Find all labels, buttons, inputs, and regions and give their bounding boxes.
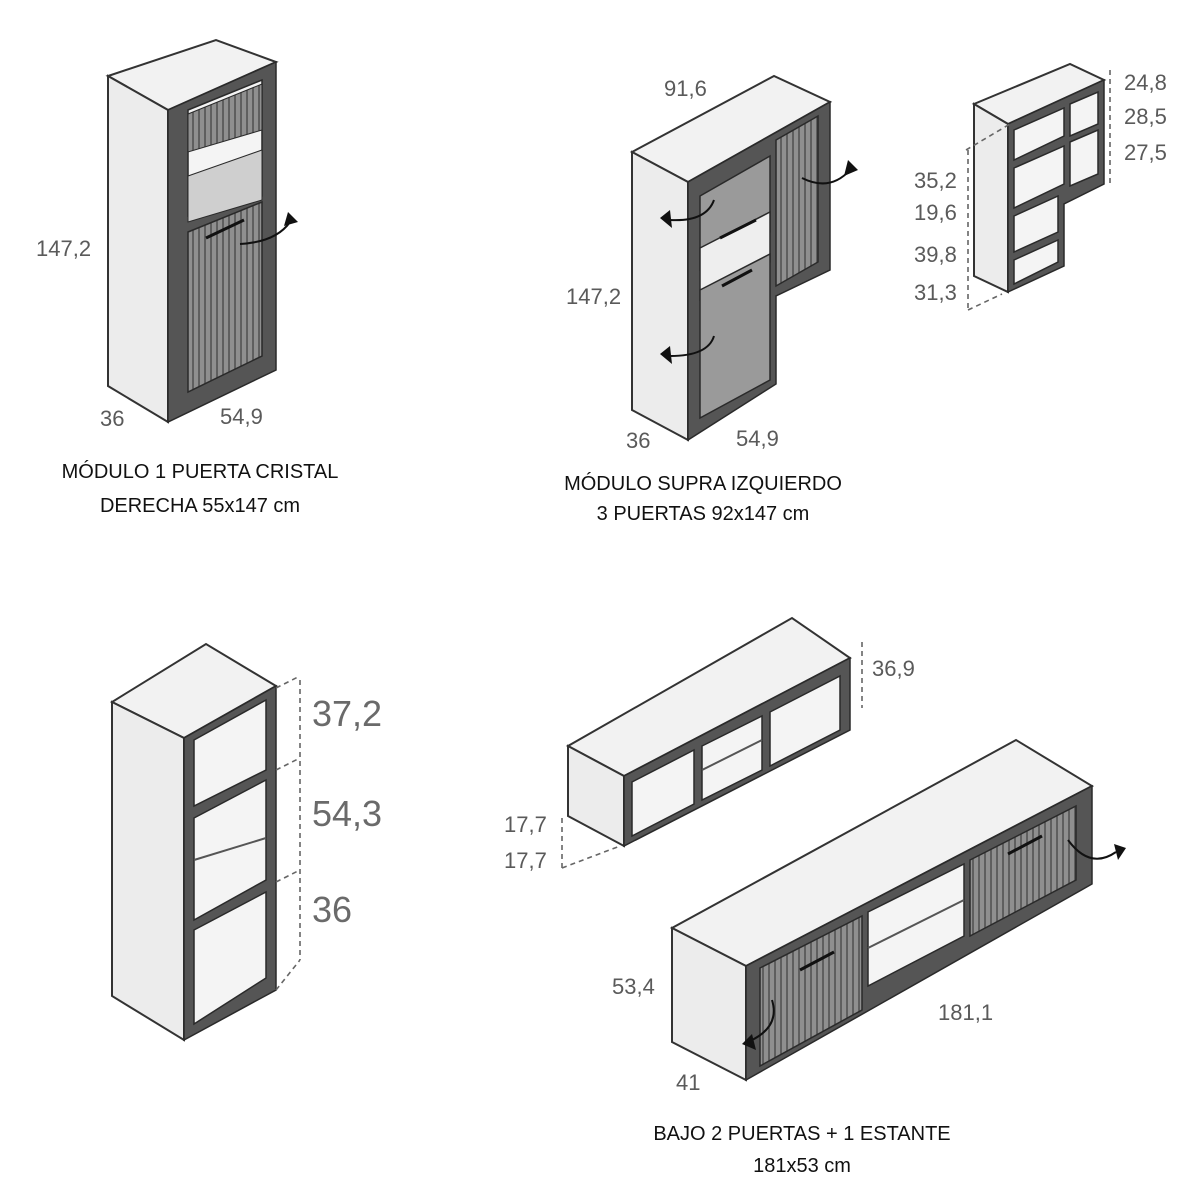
module-6-drawing xyxy=(669,738,1126,1082)
module-6-height-label: 53,4 xyxy=(612,974,655,999)
module-3-left-dim-2: 19,6 xyxy=(914,200,957,225)
module-1-caption-line1: MÓDULO 1 PUERTA CRISTAL xyxy=(62,460,339,483)
module-6-width-label: 181,1 xyxy=(938,1000,993,1025)
module-1-width-label: 54,9 xyxy=(220,404,263,429)
module-3-right-dim-2: 28,5 xyxy=(1124,104,1167,129)
module-1-height-label: 147,2 xyxy=(36,236,91,261)
module-4-drawing xyxy=(109,642,301,1042)
module-3-right-dim-1: 24,8 xyxy=(1124,70,1167,95)
module-3-left-dim-3: 39,8 xyxy=(914,242,957,267)
module-3-left-dim-4: 31,3 xyxy=(914,280,957,305)
module-2-caption-line2: 3 PUERTAS 92x147 cm xyxy=(597,503,810,525)
module-6-caption-line1: BAJO 2 PUERTAS + 1 ESTANTE xyxy=(653,1123,950,1145)
module-4-dim-b: 54,3 xyxy=(312,793,382,834)
module-4-dim-a: 37,2 xyxy=(312,693,382,734)
module-3-left-dim-1: 35,2 xyxy=(914,168,957,193)
module-2-height-label: 147,2 xyxy=(566,284,621,309)
module-4-dim-c: 36 xyxy=(312,889,352,930)
module-1-drawing xyxy=(105,38,298,424)
module-3-right-dim-3: 27,5 xyxy=(1124,140,1167,165)
module-1-caption-line2: DERECHA 55x147 cm xyxy=(100,495,300,517)
module-5-low-dim-1: 17,7 xyxy=(504,812,547,837)
module-3-drawing xyxy=(965,62,1111,311)
module-2-drawing xyxy=(629,74,858,442)
module-2-caption-line1: MÓDULO SUPRA IZQUIERDO xyxy=(564,472,842,495)
module-2-width-label: 54,9 xyxy=(736,426,779,451)
module-1-depth-label: 36 xyxy=(100,406,124,431)
module-5-low-dim-2: 17,7 xyxy=(504,848,547,873)
module-2-top-width-label: 91,6 xyxy=(664,76,707,101)
module-6-depth-label: 41 xyxy=(676,1070,700,1095)
module-6-caption-line2: 181x53 cm xyxy=(753,1155,851,1177)
module-5-drawing xyxy=(561,616,863,869)
module-5-height-label: 36,9 xyxy=(872,656,915,681)
module-2-depth-label: 36 xyxy=(626,428,650,453)
